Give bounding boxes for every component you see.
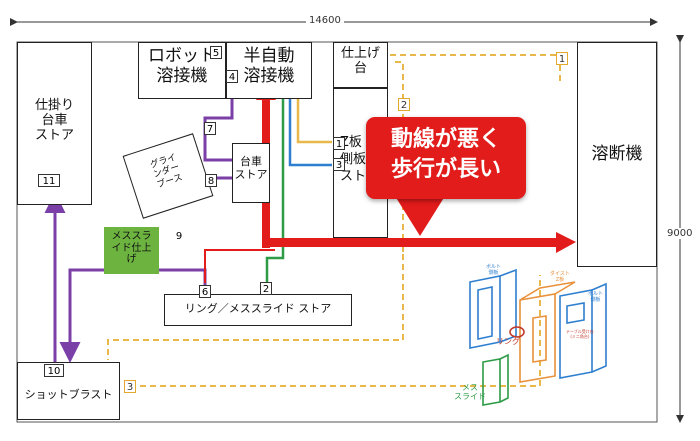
red-route-thin (204, 249, 275, 283)
route-number: 11 (38, 174, 60, 187)
parts-label-z-plate: ダイスト Z板 (550, 271, 570, 283)
green-route (265, 92, 285, 283)
mess-slide-finish-label: メススラ イド仕上 げ (111, 231, 152, 265)
cart-store-label: 台車 ストア (234, 155, 268, 181)
route-number: 10 (44, 364, 64, 377)
parts-label-side-plate-b: ボルト 側板 (588, 291, 604, 303)
route-number: 7 (204, 122, 216, 135)
cart-store-area: 台車 ストア (232, 143, 270, 203)
finishing-table-area: 仕上げ 台 (333, 42, 388, 88)
route-number: 9 (173, 230, 185, 243)
walking-distance-callout: 動線が悪く 歩行が長い (366, 117, 526, 199)
blue-route (288, 92, 332, 167)
semi-auto-welder-label: 半自動 溶接機 (243, 46, 295, 86)
mess-slide-finish-area: メススラ イド仕上 げ (104, 227, 159, 274)
route-number: 2 (398, 98, 410, 111)
parts-label-table-note: テーブル受け台 (ミニ角台) (566, 329, 594, 339)
parts-label-mess-slide: メス スライド (454, 383, 486, 402)
grinder-booth-label: グライ ンダー ブース (148, 152, 184, 191)
orange-route (107, 54, 561, 387)
robot-welder-label: ロボット 溶接機 (148, 46, 216, 86)
route-number: 3 (333, 158, 345, 171)
width-dimension: 14600 (306, 15, 344, 26)
ring-store-area: リング／メススライド ストア (164, 294, 352, 326)
route-number: 1 (556, 52, 568, 65)
finishing-table-label: 仕上げ 台 (340, 46, 380, 76)
cutting-machine-label: 溶断機 (591, 144, 643, 164)
route-number: 1 (333, 137, 345, 150)
route-number: 2 (260, 282, 272, 295)
cutting-machine-area: 溶断機 (577, 42, 657, 267)
parts-illustration (469, 268, 607, 406)
route-number: 6 (199, 285, 211, 298)
orange-link (296, 92, 332, 144)
wip-cart-store-label: 仕掛り 台車 ストア (34, 98, 74, 143)
route-number: 4 (226, 70, 238, 83)
parts-label-side-plate-a: ボルト 側板 (486, 264, 502, 276)
shot-blast-label: ショットブラスト (24, 388, 113, 401)
route-number: 3 (124, 380, 136, 393)
height-dimension: 9000 (667, 228, 693, 239)
semi-auto-welder-area: 半自動 溶接機 (226, 42, 312, 99)
callout-tail (395, 196, 445, 236)
route-number: 8 (205, 174, 217, 187)
ring-store-label: リング／メススライド ストア (184, 302, 332, 315)
route-number: 5 (210, 46, 222, 59)
shot-blast-area: ショットブラスト (17, 362, 120, 420)
parts-label-ring: リング (496, 337, 520, 346)
